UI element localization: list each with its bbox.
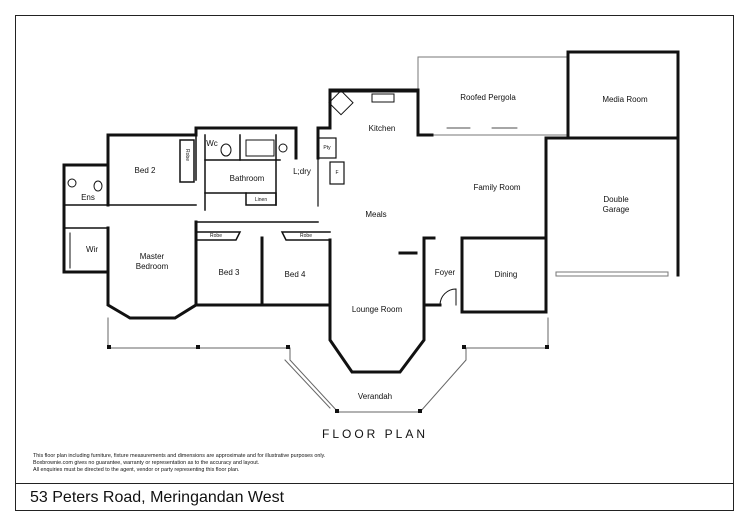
verandah-posts [107,345,549,413]
label-ensuite: Ens [81,193,95,202]
bed2-walls [107,134,197,206]
label-foyer: Foyer [434,268,456,277]
garage-walls [544,136,680,277]
label-fridge: F [335,170,339,176]
label-meals: Meals [365,210,387,219]
label-kitchen: Kitchen [368,124,396,133]
label-roofed-pergola: Roofed Pergola [460,93,516,102]
disclaimer-line: All enquiries must be directed to the ag… [33,467,240,473]
kitchen-benches [328,89,417,116]
label-pantry: Pty [323,145,331,151]
label-laundry: L;dry [293,167,311,176]
label-master-bedroom: Master Bedroom [135,252,169,271]
label-wc: Wc [206,139,218,148]
label-robe-bed2: Robe [184,149,190,161]
label-robe-bed3: Robe [210,233,222,239]
label-lounge-room: Lounge Room [351,305,403,314]
verandah-outline [107,317,549,413]
label-wir: Wir [86,245,98,254]
label-bed4: Bed 4 [284,270,306,279]
label-robe-bed4: Robe [300,233,312,239]
disclaimer-line: This floor plan including furniture, fix… [33,453,326,459]
label-dining: Dining [494,270,518,279]
media-room-walls [566,50,680,140]
disclaimer-line: Boxbrownie.com gives no guarantee, warra… [33,460,260,466]
plan-border [15,15,734,511]
garage-door [555,271,669,277]
pantry-walls [317,137,345,207]
label-bathroom: Bathroom [229,174,265,183]
label-family-room: Family Room [473,183,521,192]
label-bed2: Bed 2 [134,166,156,175]
label-verandah: Verandah [357,392,393,401]
ensuite-walls [63,178,109,229]
property-address: 53 Peters Road, Meringandan West [30,489,285,506]
label-bed3: Bed 3 [218,268,240,277]
wet-area-walls [204,134,288,211]
floor-plan-title: FLOOR PLAN [321,427,429,441]
label-media-room: Media Room [602,95,648,104]
footer-divider [15,483,734,484]
lounge-walls [328,236,426,374]
disclaimer-text: This floor plan including furniture, fix… [33,453,325,474]
foyer-door-swing [439,288,457,306]
bedrooms-walls [194,226,332,307]
robes-walls [195,221,331,241]
label-linen: Linen [254,197,268,203]
label-double-garage: Double Garage [602,195,630,214]
